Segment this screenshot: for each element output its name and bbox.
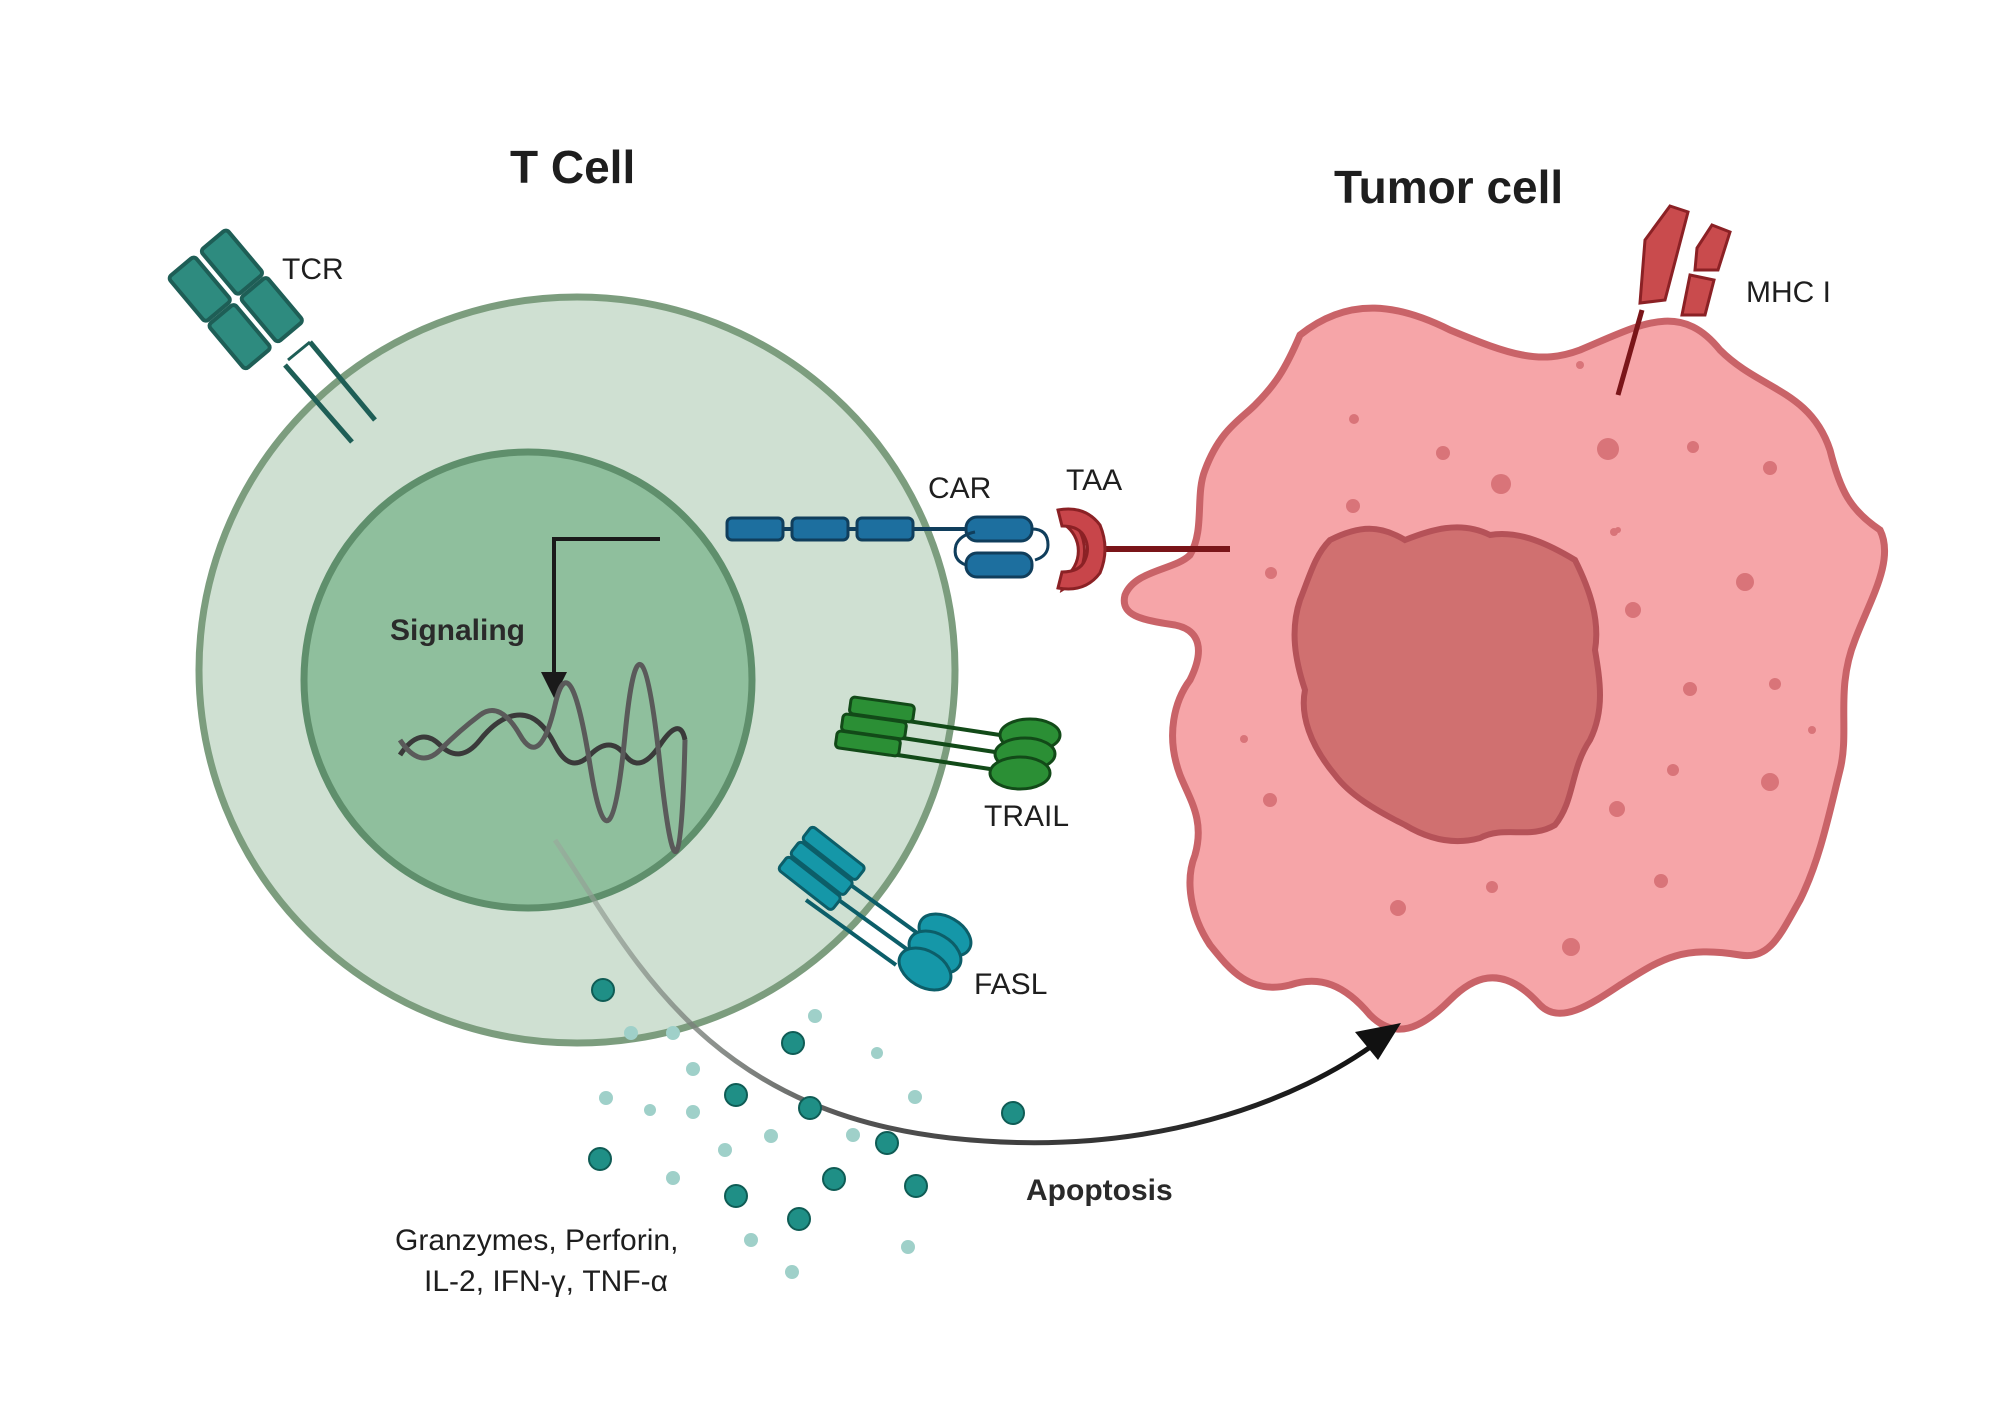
cytokine-granules: [588, 978, 1025, 1279]
apoptosis-arrow: [552, 838, 1401, 1146]
t-cell: [195, 293, 959, 1047]
signaling-label: Signaling: [390, 614, 525, 647]
car-label: CAR: [928, 472, 991, 505]
fasl-receptor-icon: [777, 825, 973, 992]
taa-label: TAA: [1066, 464, 1122, 497]
trail-receptor-icon: [834, 695, 1062, 791]
mhc-label: MHC I: [1746, 276, 1831, 309]
signaling-arrow: [541, 537, 660, 698]
trail-label: TRAIL: [984, 800, 1069, 833]
tcr-label: TCR: [282, 253, 344, 286]
taa-antigen-icon: [1056, 507, 1230, 594]
t-cell-title: T Cell: [510, 141, 635, 193]
tumor-cell-title: Tumor cell: [1334, 161, 1563, 213]
t-cell-nucleus: [300, 448, 756, 912]
fasl-label: FASL: [974, 968, 1047, 1001]
tumor-cell: [1120, 304, 1889, 1033]
car-receptor-icon: [725, 515, 1050, 579]
tumor-cell-nucleus: [1291, 524, 1603, 845]
apoptosis-label: Apoptosis: [1026, 1174, 1173, 1207]
cytokines-label-line2: IL-2, IFN-γ, TNF-α: [424, 1265, 668, 1298]
cytokines-label-line1: Granzymes, Perforin,: [395, 1224, 678, 1257]
tumor-speckles: [1240, 361, 1816, 956]
mhc-i-icon: [1615, 204, 1732, 396]
tcr-receptor-icon: [167, 228, 377, 444]
dna-helix-icon: [397, 661, 688, 855]
